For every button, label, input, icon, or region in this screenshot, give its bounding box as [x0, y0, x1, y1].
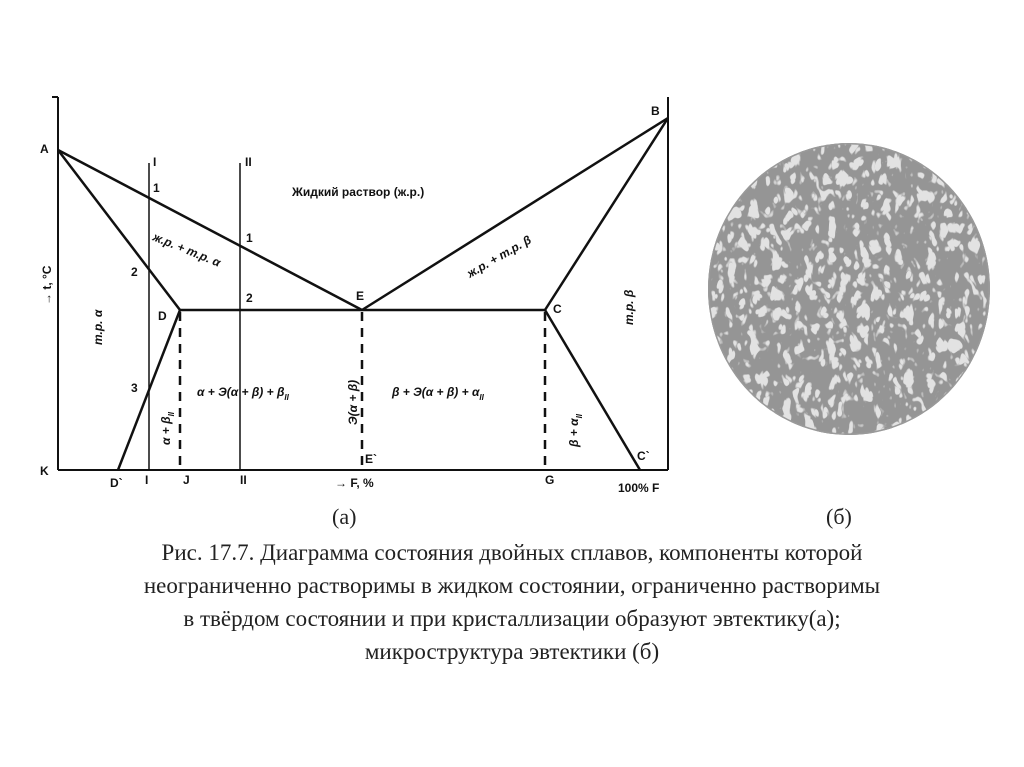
solidus-AD: [58, 150, 180, 310]
point-E: E: [356, 289, 364, 303]
solvus-CC2: [545, 310, 640, 470]
point-G: G: [545, 473, 554, 487]
point-J: J: [183, 473, 190, 487]
region-left-mix: α + Э(α + β) + βII: [197, 385, 290, 402]
point-D: D: [158, 309, 167, 323]
point-E2: E`: [365, 452, 377, 466]
point-A: A: [40, 142, 49, 156]
point-D2: D`: [110, 476, 123, 490]
caption-a: (а): [332, 504, 356, 530]
alloy-II-point-2: 2: [246, 291, 253, 305]
liquidus-BE: [362, 118, 668, 310]
solidus-BC: [545, 118, 668, 310]
alloy-II-bottom: II: [240, 473, 247, 487]
point-C: C: [553, 302, 562, 316]
region-beta-alpha-ii: β + αII: [567, 413, 584, 448]
x-axis-label: → F, %: [335, 476, 374, 490]
eutectic-microstructure-image: [704, 138, 994, 436]
region-liquid-alpha: ж.р. + т.р. α: [150, 229, 223, 269]
x-axis-end-label: 100% F: [618, 481, 659, 495]
caption-line-2: неограниченно растворимы в жидком состоя…: [20, 569, 1004, 602]
caption-line-4: микроструктура эвтектики (б): [20, 635, 1004, 668]
alloy-I-point-1: 1: [153, 181, 160, 195]
alloy-I-bottom: I: [145, 473, 148, 487]
caption-line-3: в твёрдом состоянии и при кристаллизации…: [20, 602, 1004, 635]
region-eutectic: Э(α + β): [346, 380, 360, 425]
alloy-I-point-2: 2: [131, 265, 138, 279]
liquidus-AE: [58, 150, 362, 310]
alloy-I-top: I: [153, 155, 156, 169]
caption-b: (б): [826, 504, 852, 530]
caption-line-1: Рис. 17.7. Диаграмма состояния двойных с…: [20, 536, 1004, 569]
alloy-I-point-3: 3: [131, 381, 138, 395]
alloy-II-top: II: [245, 155, 252, 169]
point-K: K: [40, 464, 49, 478]
figure-caption: Рис. 17.7. Диаграмма состояния двойных с…: [20, 536, 1004, 668]
region-alpha-beta-ii: α + βII: [159, 411, 176, 445]
y-axis-label: → t, °C: [40, 265, 54, 305]
region-solid-alpha: т.р. α: [91, 309, 105, 345]
alloy-II-point-1: 1: [246, 231, 253, 245]
region-solid-beta: т.р. β: [622, 289, 636, 325]
region-liquid: Жидкий раствор (ж.р.): [291, 185, 424, 199]
region-right-mix: β + Э(α + β) + αII: [391, 385, 485, 402]
point-C2: C`: [637, 449, 650, 463]
point-B: B: [651, 104, 660, 118]
